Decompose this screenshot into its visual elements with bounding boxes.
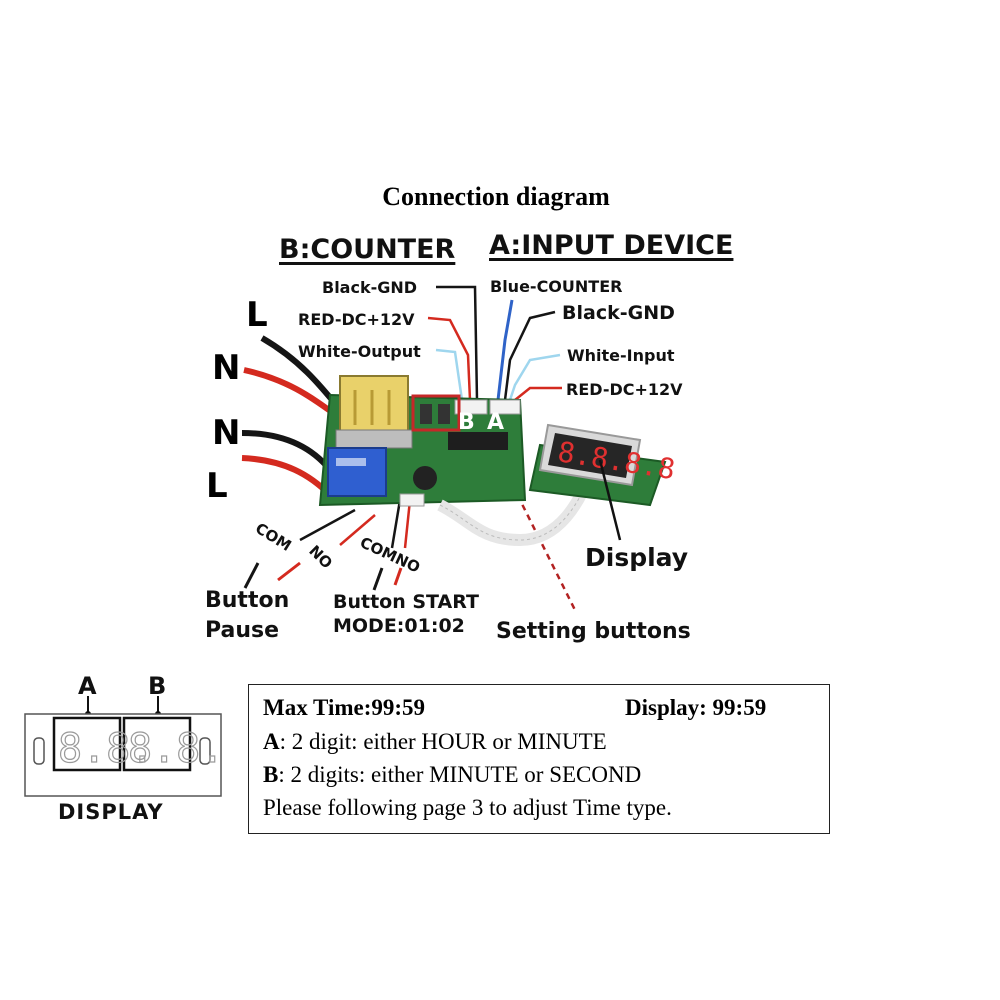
diagram-title: Connection diagram [382,182,610,211]
info-a-key: A [263,729,280,754]
counter-wire-white [435,348,464,401]
board-label-a: A [487,410,505,435]
input-device-heading: A:INPUT DEVICE [489,230,734,261]
input-label-white-input: White-Input [567,346,675,365]
counter-label-red-dc: RED-DC+12V [298,310,415,329]
display-panel-drawing: 8.8. 8.8. [24,696,224,797]
wire-no [339,514,376,546]
button-start-label: Button START MODE:01:02 [333,590,479,638]
wire-l-bottom [241,455,333,498]
svg-text:8.8.: 8.8. [128,726,224,772]
output-connector [399,493,425,507]
input-wire-black [503,310,556,401]
info-b-key: B [263,762,279,787]
info-b-text: : 2 digits: either MINUTE or SECOND [278,762,642,787]
display-panel-label-a: A [78,672,97,700]
counter-heading: B:COUNTER [279,234,456,265]
wire-com [299,508,356,542]
input-wire-blue [496,299,514,401]
relay [327,447,387,497]
input-label-red-dc: RED-DC+12V [566,380,683,399]
board-label-b: B [458,410,475,435]
setting-button-1 [420,404,432,424]
counter-wire-red [427,316,472,401]
display-panel-caption: DISPLAY [58,800,164,824]
power-label-n-bottom: N [212,413,241,453]
info-b-row: B: 2 digits: either MINUTE or SECOND [263,762,641,788]
wire-start-com [390,499,402,549]
setting-button-2 [438,404,450,424]
button-start-line1: Button START [333,591,479,613]
svg-text:8.8.: 8.8. [58,726,154,772]
counter-label-black-gnd: Black-GND [322,278,418,297]
counter-connector [454,399,488,415]
button-pause-line1: Button [205,588,290,613]
wire-start-no [403,499,412,549]
power-label-l-top: L [246,295,268,335]
setting-buttons-highlight [411,394,461,432]
wire-no-pause [277,561,301,582]
button-start-line2: MODE:01:02 [333,615,465,637]
counter-wire-black [436,285,479,401]
input-wire-white [508,353,561,401]
info-a-text: : 2 digit: either HOUR or MINUTE [279,729,607,754]
power-label-l-bottom: L [206,466,228,506]
button-pause-line2: Pause [205,618,280,643]
counter-label-white-output: White-Output [298,342,421,361]
display-panel-label-b: B [148,672,167,700]
setting-buttons-label: Setting buttons [496,619,691,644]
display-digit-group-b [122,716,192,772]
info-max-time: Max Time:99:59 [263,695,426,720]
input-connector [489,399,521,415]
info-display: Display: 99:59 [625,695,767,720]
transformer [339,375,409,437]
display-pointer [598,459,622,541]
wire-com-pause [243,562,260,589]
wire-start-no-2 [393,567,403,586]
button-pause-label: Button Pause [205,586,289,646]
input-label-blue-counter: Blue-COUNTER [490,277,623,296]
power-label-n-top: N [212,348,241,388]
info-a-row: A: 2 digit: either HOUR or MINUTE [263,729,607,755]
input-label-black-gnd: Black-GND [562,302,675,324]
wire-start-com-2 [372,567,384,591]
info-note: Please following page 3 to adjust Time t… [263,795,672,820]
info-box: Max Time:99:59 Display: 99:59 A: 2 digit… [248,684,830,834]
display-label: Display [585,543,689,572]
input-wire-red [514,386,562,401]
buzzer [413,466,437,490]
ic-chip [448,432,508,450]
display-digit-group-a [52,716,122,772]
